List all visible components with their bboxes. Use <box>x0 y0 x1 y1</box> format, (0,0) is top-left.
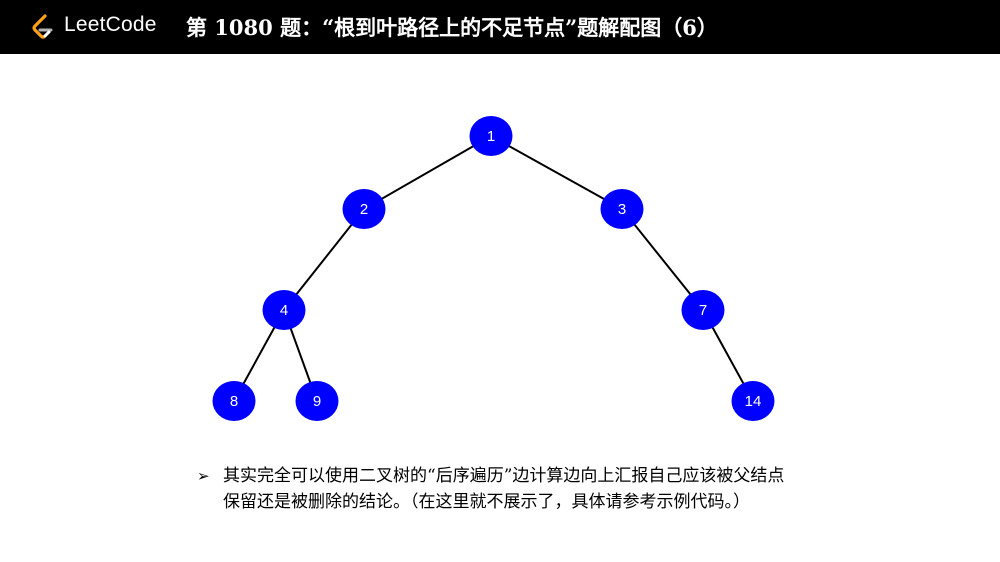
tree-node-2: 2 <box>342 189 386 229</box>
edge-3-7 <box>621 208 704 311</box>
note-line-2: 保留还是被删除的结论。（在这里就不展示了，具体请参考示例代码。） <box>223 492 750 512</box>
tree-edges <box>233 135 754 402</box>
tree-node-7: 7 <box>681 290 725 330</box>
node-label-2: 2 <box>360 201 368 218</box>
tree-node-14: 14 <box>731 381 775 421</box>
node-label-1: 1 <box>487 128 495 145</box>
page-title: 第 1080 题：“根到叶路径上的不足节点”题解配图（6） <box>186 15 718 40</box>
node-label-14: 14 <box>745 393 762 410</box>
note-text: 其实完全可以使用二叉树的“后序遍历”边计算边向上汇报自己应该被父结点 保留还是被… <box>223 463 953 515</box>
tree-node-9: 9 <box>295 381 339 421</box>
tree-nodes: 1 2 3 4 7 8 9 14 <box>212 116 775 421</box>
tree-node-8: 8 <box>212 381 256 421</box>
brand-name: LeetCode <box>64 13 157 36</box>
node-label-4: 4 <box>280 302 288 319</box>
node-label-3: 3 <box>618 201 626 218</box>
tree-node-4: 4 <box>262 290 306 330</box>
leetcode-logo-icon <box>32 14 53 39</box>
arrow-bullet-icon: ➢ <box>197 467 210 485</box>
tree-node-1: 1 <box>469 116 513 156</box>
edge-2-4 <box>283 208 365 311</box>
edge-1-3 <box>490 135 623 210</box>
tree-node-3: 3 <box>600 189 644 229</box>
node-label-9: 9 <box>313 393 321 410</box>
note-line-1: 其实完全可以使用二叉树的“后序遍历”边计算边向上汇报自己应该被父结点 <box>223 466 785 486</box>
node-label-8: 8 <box>230 393 238 410</box>
edge-1-2 <box>363 135 492 210</box>
header-bar: LeetCode 第 1080 题：“根到叶路径上的不足节点”题解配图（6） <box>0 0 1000 54</box>
node-label-7: 7 <box>699 302 707 319</box>
